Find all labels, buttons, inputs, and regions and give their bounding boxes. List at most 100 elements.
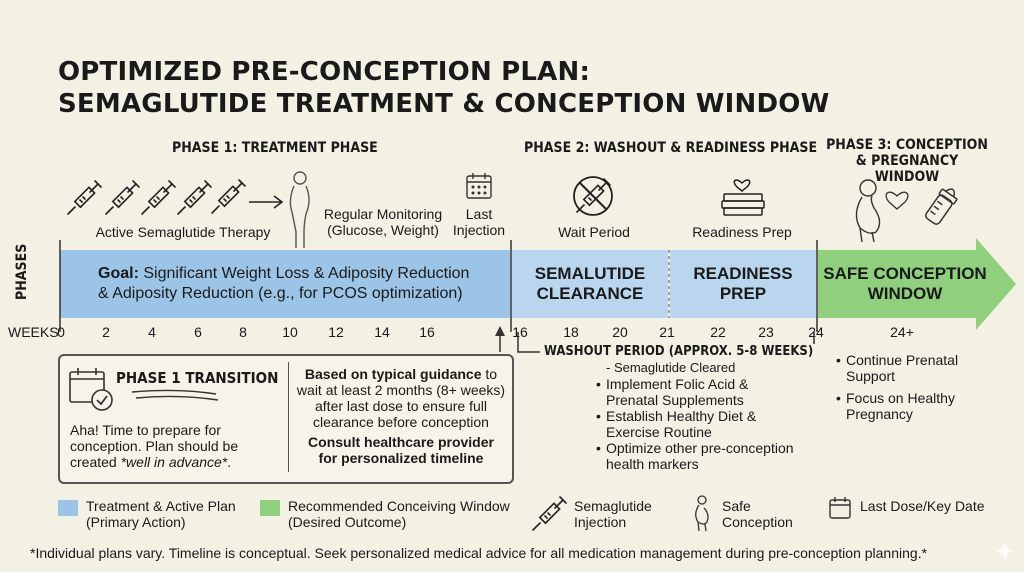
guidance-line4: clearance before conception [313,414,489,430]
washout-item-folic-2: Prenatal Supplements [606,392,744,408]
guidance-bold: Based on typical guidance [304,366,482,382]
monitoring-label-line2: (Glucose, Weight) [327,222,439,238]
phases-axis-label: PHASES [14,243,30,300]
footnote: *Individual plans vary. Timeline is conc… [30,545,928,561]
heart-badge-icon [885,191,909,210]
calendar-icon [466,173,492,199]
sparkle-icon [995,541,1015,561]
legend-pregnant-icon [695,495,709,532]
legend-safe-label: Safe Conception [722,498,793,530]
consult-line1: Consult healthcare provider [308,434,494,450]
transition-line3: created *well in advance*. [70,454,232,470]
goal-line2: & Adiposity Reduction (e.g., for PCOS op… [98,285,463,302]
transition-heading: PHASE 1 TRANSITION [116,369,279,387]
phase3-heading: PHASE 3: CONCEPTION & PREGNANCY WINDOW [822,137,992,185]
washout-item-cleared: - Semaglutide Cleared [606,360,736,375]
phase3-item1-line2: Support [846,368,896,384]
washout-item-folic: Implement Folic Acid & [606,376,749,392]
legend-green-swatch [260,500,280,516]
washout-label: WASHOUT PERIOD (APPROX. 5-8 WEEKS) [540,344,818,360]
washout-item-diet-2: Exercise Routine [606,424,712,440]
therapy-label: Active Semaglutide Therapy [95,224,271,240]
guidance-text: Based on typical guidance to wait at lea… [296,366,506,466]
tick-label: 20 [612,324,628,340]
title-line-2: SEMAGLUTIDE TREATMENT & CONCEPTION WINDO… [58,89,830,119]
safe-line2: WINDOW [867,284,943,303]
clearance-line2: CLEARANCE [536,284,644,303]
transition-box [58,354,514,484]
tick-label: 0 [57,324,65,340]
tick-label: 24 [808,324,824,340]
tick-label: 21 [659,324,675,340]
monitoring-label-line1: Regular Monitoring [323,206,443,222]
pregnant-woman-icon [855,179,881,243]
baby-bottle-icon [925,188,958,225]
tick-label: 2 [102,324,110,340]
transition-divider [288,362,289,472]
weeks-axis-label: WEEKS [8,324,59,340]
conception-window-arrow [818,238,1016,330]
phase2-heading: PHASE 2: WASHOUT & READINESS PHASE [524,140,818,156]
goal-line1: Significant Weight Loss & Adiposity Redu… [143,265,470,282]
tick-label: 10 [282,324,298,340]
phase1-heading: PHASE 1: TREATMENT PHASE [172,140,378,156]
tick-label: 23 [758,324,774,340]
legend-syringe-label: Semaglutide Injection [574,498,652,530]
last-injection-line2: Injection [452,222,506,238]
washout-item-diet: Establish Healthy Diet & [606,408,757,424]
consult-line2: for personalized timeline [318,450,484,466]
phase3-heading-line2: & PREGNANCY WINDOW [855,153,959,185]
phase3-item1: Continue Prenatal [846,352,959,368]
legend-blue-swatch [58,500,78,516]
guidance-line3: after last dose to ensure full [315,398,487,414]
wait-period-label: Wait Period [558,224,630,240]
goal-bold: Goal: [98,265,139,282]
page-title: OPTIMIZED PRE-CONCEPTION PLAN: SEMAGLUTI… [58,56,829,120]
tick-label: 24+ [890,324,914,340]
phase3-item2-line2: Pregnancy [846,406,913,422]
legend-syringe-icon [532,496,567,531]
tick-label: 8 [239,324,247,340]
treatment-bar [60,250,510,318]
transition-line2: conception. Plan should be [70,438,239,454]
legend-green-label: Recommended Conceiving Window (Desired O… [288,498,510,530]
legend-blue-label: Treatment & Active Plan (Primary Action) [86,498,236,530]
transition-line1: Aha! Time to prepare for [70,422,221,438]
clearance-line1: SEMALUTIDE [534,264,646,283]
no-syringe-icon [573,176,613,216]
tick-label: 18 [563,324,579,340]
tick-label: 16 [419,324,435,340]
last-injection-label: Last Injection [446,206,512,238]
safe-window-label: SAFE CONCEPTION WINDOW [820,264,990,304]
readiness-label: Readiness Prep [692,224,792,240]
phase3-list: •Continue Prenatal Support •Focus on Hea… [836,352,996,422]
guidance-line2: wait at least 2 months (8+ weeks) [296,382,506,398]
phase3-heading-line1: PHASE 3: CONCEPTION [826,137,988,153]
person-silhouette-icon [289,171,310,248]
safe-line1: SAFE CONCEPTION [823,264,987,283]
washout-list: - Semaglutide Cleared •Implement Folic A… [596,360,816,472]
tick-label: 14 [374,324,390,340]
arrow-right-icon [249,195,284,209]
legend-calendar-icon [829,497,851,519]
squiggle-arrow-icon [131,389,219,401]
title-line-1: OPTIMIZED PRE-CONCEPTION PLAN: [58,57,591,87]
washout-item-optimize: Optimize other pre-conception [606,440,794,456]
washout-item-optimize-2: health markers [606,456,699,472]
tick-label: 4 [148,324,156,340]
tick-label: 12 [328,324,344,340]
legend-calendar-label: Last Dose/Key Date [860,498,985,514]
last-injection-line1: Last [465,206,493,222]
tick-label: 16 [512,324,528,340]
clearance-label: SEMALUTIDE CLEARANCE [512,264,668,304]
readiness-bar [670,250,816,318]
clearance-bar [512,250,668,318]
readiness-bar-label: READINESS PREP [670,264,816,304]
phase3-item2: Focus on Healthy [846,390,955,406]
tick-label: 6 [194,324,202,340]
readiness-line2: PREP [719,284,767,303]
transition-text: Aha! Time to prepare for conception. Pla… [70,422,280,470]
calendar-check-icon [69,368,113,411]
